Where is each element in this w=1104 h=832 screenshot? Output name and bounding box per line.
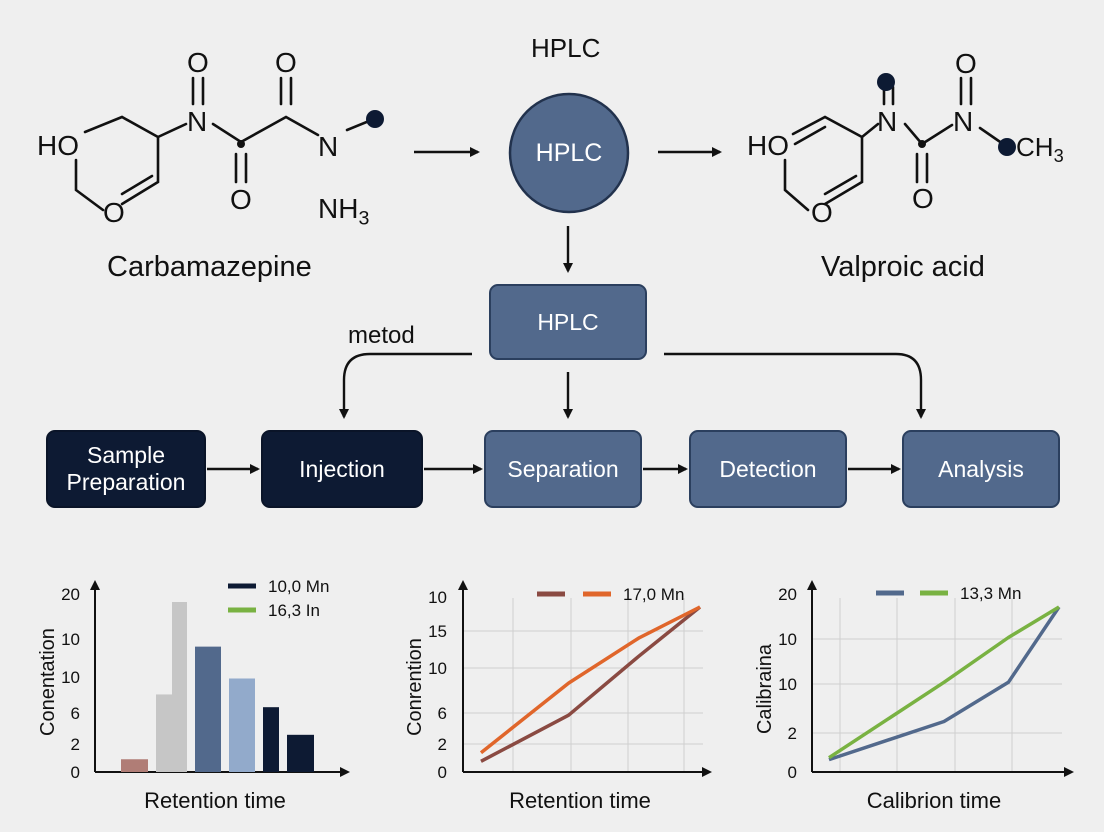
step-label: Injection — [299, 455, 385, 482]
atom-n1-right: N — [877, 106, 898, 137]
atom-o-mid-left: O — [230, 184, 252, 215]
method-label: metod — [348, 322, 415, 349]
y-tick-label: 2 — [788, 724, 797, 743]
y-tick-label: 20 — [778, 585, 797, 604]
hplc-box-label: HPLC — [537, 308, 599, 335]
y-tick-label: 10 — [778, 630, 797, 649]
series-line — [480, 605, 702, 763]
atom-o1-left: O — [187, 47, 209, 78]
carbamazepine-label: Carbamazepine — [107, 251, 312, 283]
atom-ho-left: HO — [37, 130, 79, 161]
y-tick-label: 10 — [428, 659, 447, 678]
bar — [287, 734, 314, 772]
bar-chart: 0 2 6 10 10 20 10,0 Mn 16,3 In Retention time Con… — [37, 577, 350, 813]
hplc-box: HPLC — [489, 284, 647, 360]
y-tick-label: 6 — [71, 704, 80, 723]
bar — [172, 602, 187, 772]
valproic-acid-structure — [783, 76, 1008, 212]
series-line — [479, 605, 701, 755]
valproic-acid-label: Valproic acid — [821, 251, 985, 283]
atom-dot — [877, 73, 895, 91]
legend-label: 17,0 Mn — [623, 585, 684, 604]
y-axis-title: Conrention — [404, 638, 426, 736]
y-tick-label: 6 — [438, 704, 447, 723]
hplc-top-label: HPLC — [531, 33, 601, 63]
bond-node — [237, 140, 245, 148]
legend-label: 10,0 Mn — [268, 577, 329, 596]
y-tick-label: 20 — [61, 585, 80, 604]
atom-ch3-right: CH3 — [1016, 132, 1064, 167]
y-tick-label: 10 — [778, 675, 797, 694]
y-tick-label: 10 — [61, 668, 80, 687]
atom-n2-right: N — [953, 106, 974, 137]
atom-nh3-left: NH3 — [318, 193, 370, 230]
step-detection: Detection — [689, 430, 847, 508]
atom-n2-left: N — [318, 131, 339, 162]
x-axis-title: Retention time — [144, 788, 286, 813]
y-tick-label: 10 — [61, 630, 80, 649]
x-axis-title: Retention time — [509, 788, 651, 813]
y-tick-label: 0 — [438, 763, 447, 782]
atom-o-ring-right: O — [811, 197, 833, 228]
legend-label: 16,3 In — [268, 601, 320, 620]
atom-o-bottom-right: O — [912, 183, 934, 214]
arrow-box-to-analysis — [664, 352, 926, 419]
step-label: Sample Preparation — [66, 442, 186, 495]
series-line — [828, 606, 1061, 762]
line-chart-retention: 0 2 6 10 15 10 17,0 Mn Retention time Conrention — [404, 580, 712, 813]
y-tick-label: 15 — [428, 622, 447, 641]
step-label: Detection — [719, 455, 817, 482]
atom-dot — [998, 138, 1016, 156]
step-analysis: Analysis — [902, 430, 1060, 508]
atom-n1-left: N — [187, 106, 208, 137]
atom-o-top-right: O — [955, 48, 977, 79]
bar — [229, 678, 255, 772]
atom-ho-right: HO — [747, 130, 789, 161]
atom-o-ring-left: O — [103, 197, 125, 228]
bar — [195, 646, 221, 772]
hplc-circle — [508, 92, 630, 214]
y-tick-label: 0 — [71, 763, 80, 782]
step-injection: Injection — [261, 430, 423, 508]
carbamazepine-structure — [74, 76, 376, 212]
y-tick-label: 0 — [788, 763, 797, 782]
y-axis-title: Calibraina — [754, 643, 776, 734]
x-axis-title: Calibrion time — [867, 788, 1002, 813]
legend-label: 13,3 Mn — [960, 584, 1021, 603]
atom-dot — [366, 110, 384, 128]
y-axis-title: Conentation — [37, 628, 59, 736]
bar — [156, 694, 173, 772]
bar — [121, 759, 148, 772]
arrow-method-to-injection — [339, 352, 472, 419]
y-tick-label: 2 — [71, 735, 80, 754]
bond-node — [918, 140, 926, 148]
step-sample-preparation: Sample Preparation — [46, 430, 206, 508]
series-line — [828, 605, 1060, 760]
bar — [263, 707, 279, 772]
y-tick-label: 2 — [438, 735, 447, 754]
hplc-circle-label: HPLC — [535, 139, 603, 167]
line-chart-calibration: 0 2 10 10 20 13,3 Mn Calibrion time Calibraina — [754, 580, 1074, 813]
step-label: Separation — [507, 455, 619, 482]
step-separation: Separation — [484, 430, 642, 508]
step-label: Analysis — [938, 455, 1024, 482]
atom-o2-left: O — [275, 47, 297, 78]
top-arrows — [339, 147, 926, 419]
y-tick-label: 10 — [428, 588, 447, 607]
